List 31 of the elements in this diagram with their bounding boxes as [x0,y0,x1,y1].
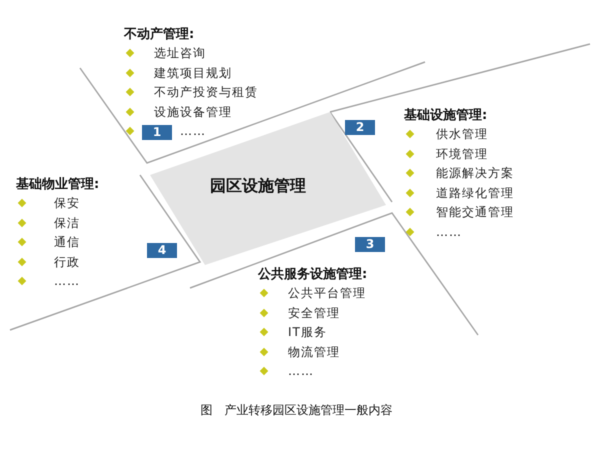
list-item-text: 保洁 [54,214,80,230]
number-badge: 4 [147,243,177,258]
section-heading: 公共服务设施管理: [258,266,368,284]
list-item-text: 设施设备管理 [154,104,232,120]
list-item-text: …… [436,224,462,240]
number-badge: 2 [345,120,375,135]
list-item-text: 安全管理 [288,304,340,320]
list-item-text: 公共平台管理 [288,285,366,301]
section-heading: 不动产管理: [124,26,196,44]
section-heading: 基础物业管理: [16,176,100,194]
list-item-text: IT服务 [288,324,327,340]
list-item-text: …… [288,363,314,379]
number-badge: 1 [142,125,172,140]
list-item-text: 道路绿化管理 [436,184,514,200]
list-item-text: 选址咨询 [154,45,206,61]
list-item-text: 不动产投资与租赁 [154,84,258,100]
list-item-text: 建筑项目规划 [154,64,232,80]
list-item-text: 通信 [54,234,80,250]
list-item-text: 供水管理 [436,126,488,142]
list-item-text: 物流管理 [288,344,340,360]
list-item-text: …… [180,123,206,139]
list-item-text: …… [54,273,80,289]
center-title: 园区设施管理 [210,176,306,197]
list-item-text: 能源解决方案 [436,165,514,181]
list-item-text: 环境管理 [436,146,488,162]
list-item-text: 保安 [54,195,80,211]
list-item-text: 智能交通管理 [436,204,514,220]
list-item-text: 行政 [54,254,80,270]
figure-caption: 图 产业转移园区设施管理一般内容 [200,402,394,419]
section-heading: 基础设施管理: [404,107,488,125]
number-badge: 3 [355,237,385,252]
